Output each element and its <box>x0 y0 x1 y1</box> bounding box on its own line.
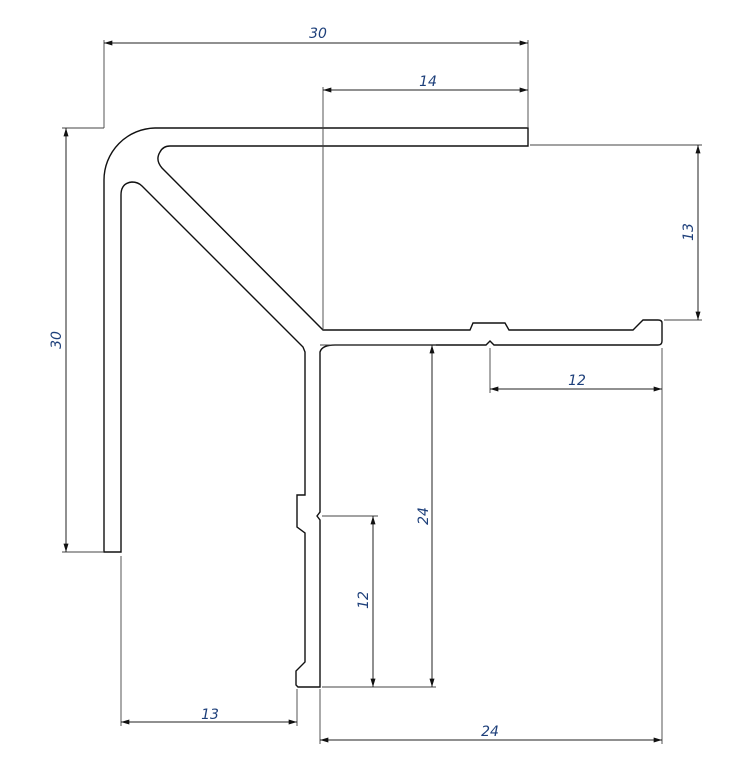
label-top-offset: 14 <box>419 74 437 90</box>
label-vertical-leg: 24 <box>416 507 432 525</box>
dimension-lines <box>63 40 701 743</box>
label-horizontal-notch: 12 <box>568 373 586 389</box>
label-left-height: 30 <box>49 331 65 349</box>
label-right-height: 13 <box>681 223 697 241</box>
label-bottom-width: 24 <box>481 724 499 740</box>
label-top-width: 30 <box>309 26 327 42</box>
profile-outer-shell <box>103 127 663 688</box>
profile-outline <box>103 127 663 688</box>
dimension-labels: 30 14 13 30 12 24 12 13 24 <box>49 26 697 740</box>
label-vertical-notch: 12 <box>356 591 372 609</box>
label-bottom-offset: 13 <box>201 707 219 723</box>
extension-lines <box>62 40 702 744</box>
